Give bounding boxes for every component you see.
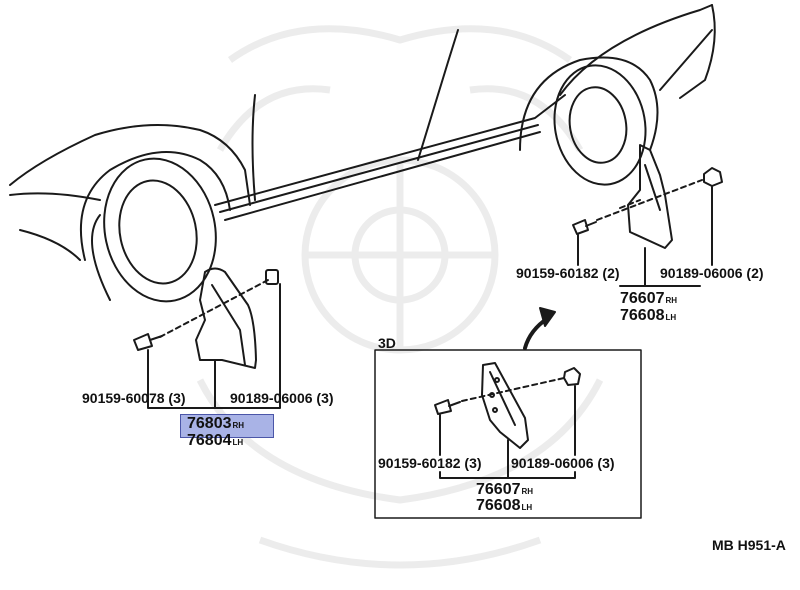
detail-part-lh-side: LH bbox=[521, 503, 533, 512]
front-screw-label[interactable]: 90159-60078 (3) bbox=[82, 390, 186, 406]
front-wheel bbox=[103, 157, 217, 303]
detail-nut-label[interactable]: 90189-06006 (3) bbox=[511, 455, 615, 471]
rear-nut-qty: (2) bbox=[746, 265, 764, 281]
car-rocker-panel bbox=[214, 94, 566, 206]
front-nut-shape bbox=[265, 269, 279, 285]
detail-3d-box bbox=[374, 349, 642, 519]
front-screw-number: 90159-60078 bbox=[82, 390, 165, 406]
car-door-line bbox=[417, 29, 459, 161]
front-screw-shape bbox=[133, 333, 153, 351]
rear-part-lh-label[interactable]: 76608LH bbox=[620, 307, 676, 327]
detail-part-rh-side: RH bbox=[521, 487, 534, 496]
detail-part-lh-label[interactable]: 76608LH bbox=[476, 497, 532, 517]
front-part-rh-number: 76803 bbox=[187, 415, 232, 432]
rear-screw-label[interactable]: 90159-60182 (2) bbox=[516, 265, 620, 281]
front-nut-label[interactable]: 90189-06006 (3) bbox=[230, 390, 334, 406]
detail-nut-shape bbox=[563, 367, 581, 386]
highlight-part bbox=[180, 414, 274, 438]
detail-nut-qty: (3) bbox=[597, 455, 615, 471]
detail-part-rh-number: 76607 bbox=[476, 481, 521, 498]
rear-part-rh-number: 76607 bbox=[620, 290, 665, 307]
rear-screw-qty: (2) bbox=[602, 265, 620, 281]
front-part-lh-label[interactable]: 76804LH bbox=[187, 432, 243, 452]
rear-part-rh-side: RH bbox=[665, 296, 678, 305]
detail-screw-number: 90159-60182 bbox=[378, 455, 461, 471]
rear-part-lh-side: LH bbox=[665, 313, 677, 322]
rear-screw-number: 90159-60182 bbox=[516, 265, 599, 281]
front-part-rh-label[interactable]: 76803RH bbox=[187, 415, 244, 435]
detail-section-label: 3D bbox=[378, 335, 396, 351]
detail-screw-qty: (3) bbox=[464, 455, 482, 471]
rear-mudflap-shape bbox=[627, 144, 673, 249]
front-part-lh-number: 76804 bbox=[187, 432, 232, 449]
front-nut-number: 90189-06006 bbox=[230, 390, 313, 406]
rear-part-lh-number: 76608 bbox=[620, 307, 665, 324]
front-nut-qty: (3) bbox=[316, 390, 334, 406]
front-mudflap-shape bbox=[195, 267, 257, 369]
detail-screw-shape bbox=[434, 399, 452, 415]
rear-nut-label[interactable]: 90189-06006 (2) bbox=[660, 265, 764, 281]
detail-screw-label[interactable]: 90159-60182 (3) bbox=[378, 455, 482, 471]
rear-nut-shape bbox=[703, 167, 723, 187]
detail-nut-number: 90189-06006 bbox=[511, 455, 594, 471]
front-part-rh-side: RH bbox=[232, 421, 245, 430]
figure-code: MB H951-A bbox=[712, 537, 786, 553]
rear-part-rh-label[interactable]: 76607RH bbox=[620, 290, 677, 310]
rear-screw-shape bbox=[572, 219, 589, 235]
front-part-lh-side: LH bbox=[232, 438, 244, 447]
detail-mudflap-shape bbox=[481, 362, 529, 449]
front-fender bbox=[9, 124, 251, 206]
rear-nut-number: 90189-06006 bbox=[660, 265, 743, 281]
detail-part-lh-number: 76608 bbox=[476, 497, 521, 514]
front-screw-qty: (3) bbox=[168, 390, 186, 406]
detail-part-rh-label[interactable]: 76607RH bbox=[476, 481, 533, 501]
rear-wheel bbox=[553, 64, 647, 186]
rear-fender bbox=[519, 56, 659, 151]
